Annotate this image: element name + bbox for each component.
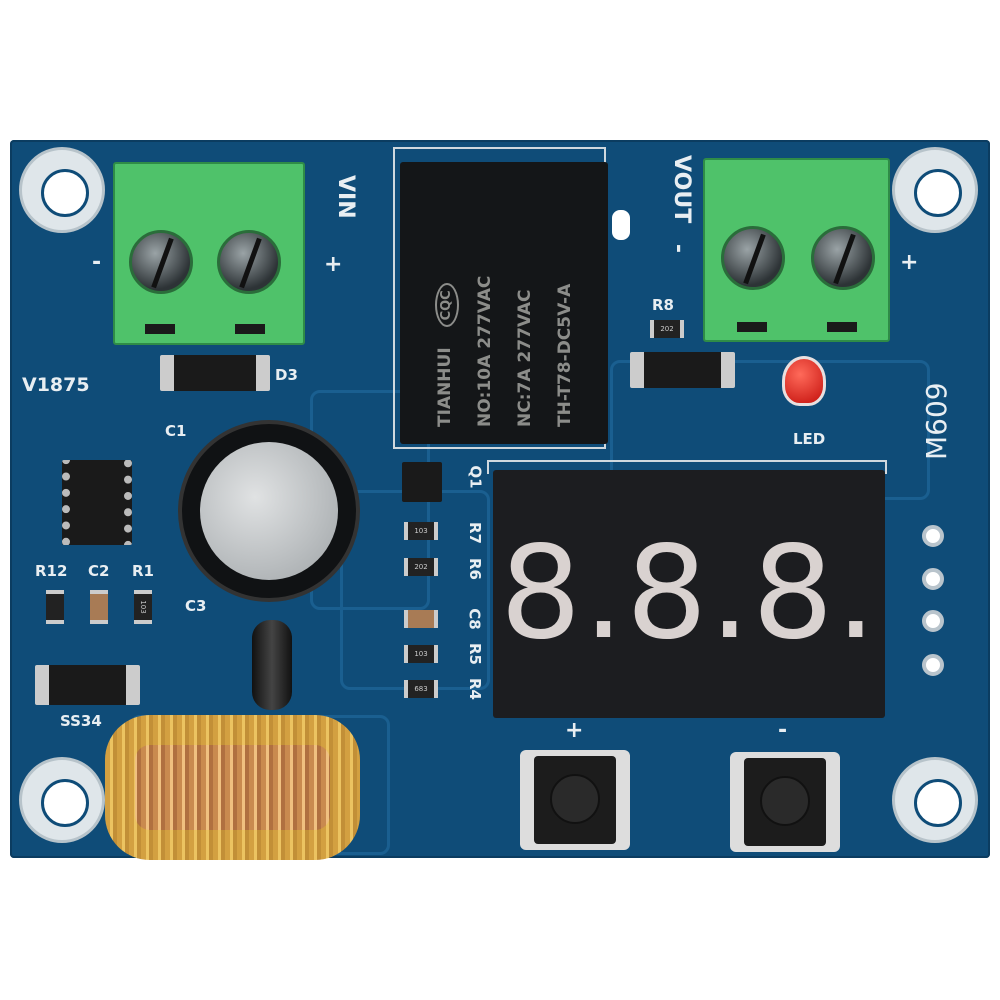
- r7-label: R7: [466, 522, 484, 544]
- r4-label: R4: [466, 678, 484, 700]
- mounting-hole: [892, 757, 978, 843]
- display-value: 8.8.8.: [499, 519, 879, 668]
- minus-button-label: -: [778, 718, 788, 743]
- electrolytic-capacitor: [178, 420, 360, 602]
- plus-button-label: +: [565, 718, 584, 743]
- vin-label: VIN: [333, 175, 358, 219]
- minus-button[interactable]: [730, 752, 840, 852]
- led-indicator: [782, 356, 826, 406]
- relay-cert: CQC: [435, 283, 459, 328]
- resistor-r12: [46, 590, 64, 624]
- c3-label: C3: [185, 597, 207, 615]
- mounting-hole: [19, 147, 105, 233]
- vout-label: VOUT: [669, 155, 694, 224]
- d3-label: D3: [275, 366, 298, 384]
- vin-plus-label: +: [324, 252, 343, 277]
- relay: TIANHUI CQC NO:10A 277VAC NC:7A 277VAC T…: [400, 162, 608, 444]
- r5-label: R5: [466, 643, 484, 665]
- ic-chip: [62, 460, 132, 545]
- header-pin: [922, 525, 944, 547]
- header-pin: [922, 568, 944, 590]
- vin-minus-label: -: [92, 250, 102, 275]
- resistor-r4: 683: [404, 680, 438, 698]
- vin-terminal-block: [113, 162, 305, 345]
- r8-label: R8: [652, 296, 674, 314]
- resistor-r8: 202: [650, 320, 684, 338]
- mounting-hole: [892, 147, 978, 233]
- r6-label: R6: [466, 558, 484, 580]
- seven-segment-display: 8.8.8.: [493, 470, 885, 718]
- diode-output: [630, 352, 735, 388]
- diode-ss34: [35, 665, 140, 705]
- resistor-r5: 103: [404, 645, 438, 663]
- c8-label: C8: [465, 608, 484, 630]
- vout-minus-label: -: [666, 243, 692, 254]
- resistor-r6: 202: [404, 558, 438, 576]
- diode-d3: [160, 355, 270, 391]
- relay-rating-nc: NC:7A 277VAC: [515, 289, 535, 427]
- c1-label: C1: [165, 422, 187, 440]
- inductor-coil: [105, 715, 360, 860]
- capacitor-c8: [404, 610, 438, 628]
- resistor-r1: 103: [134, 590, 152, 624]
- version-label: V1875: [22, 374, 90, 396]
- relay-rating-no: NO:10A 277VAC: [475, 275, 495, 427]
- q1-label: Q1: [466, 465, 485, 489]
- plus-button[interactable]: [520, 750, 630, 850]
- small-capacitor: [252, 620, 292, 710]
- led-label: LED: [793, 430, 826, 448]
- transistor-q1: [402, 462, 442, 502]
- vout-plus-label: +: [900, 250, 919, 275]
- r1-label: R1: [132, 562, 154, 580]
- header-pin: [922, 654, 944, 676]
- header-pin: [922, 610, 944, 632]
- c2-label: C2: [88, 562, 110, 580]
- relay-model: TH-T78-DC5V-A: [555, 283, 575, 427]
- model-label: M609: [920, 382, 953, 460]
- mounting-hole: [19, 757, 105, 843]
- r12-label: R12: [35, 562, 68, 580]
- ss34-label: SS34: [60, 712, 102, 730]
- relay-brand: TIANHUI: [435, 347, 455, 427]
- vout-terminal-block: [703, 158, 890, 342]
- capacitor-c2: [90, 590, 108, 624]
- resistor-r7: 103: [404, 522, 438, 540]
